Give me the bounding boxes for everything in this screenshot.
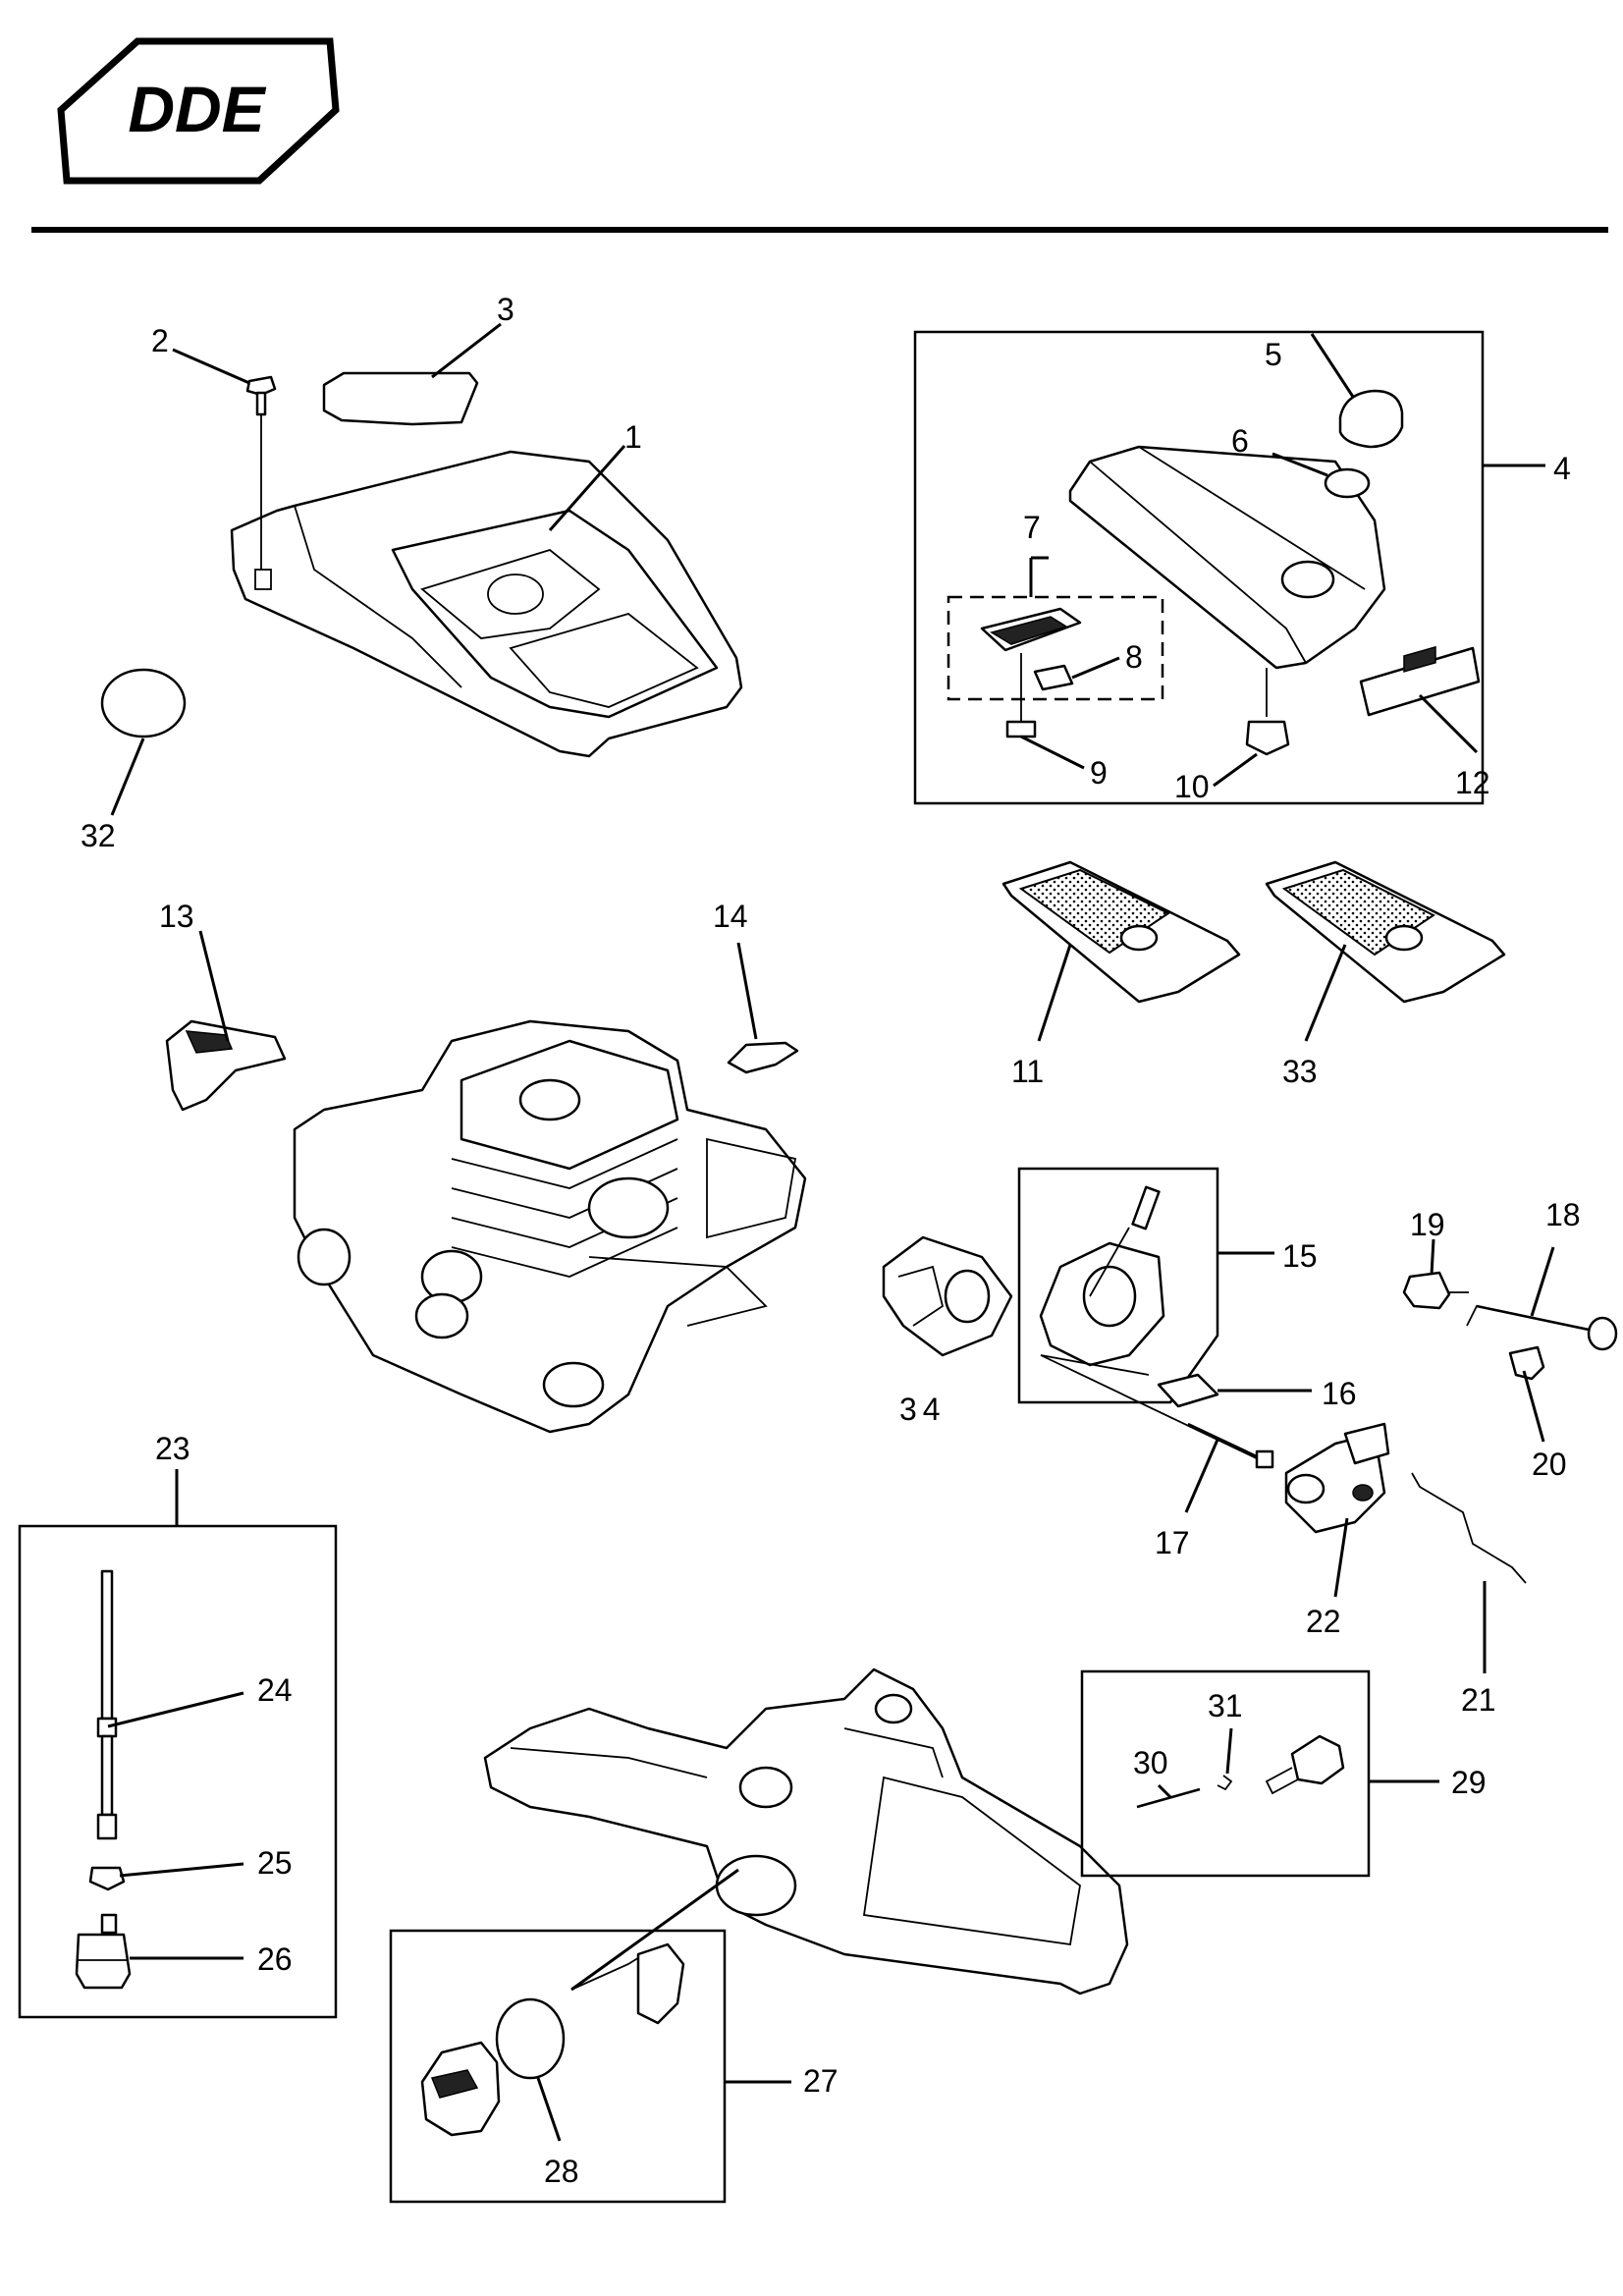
callout-29: 29 <box>1451 1765 1487 1800</box>
part-engine <box>293 1019 807 1434</box>
part-fuel-hose-24 <box>96 1569 118 1840</box>
part-switch-7 <box>980 607 1082 652</box>
part-switch-pad-8 <box>1033 664 1074 691</box>
part-air-filter-11 <box>1001 860 1241 1004</box>
box-7 <box>947 595 1164 701</box>
logo-text: DDE <box>128 73 266 145</box>
box-27 <box>389 1929 727 2204</box>
part-vent-29 <box>1265 1734 1345 1795</box>
part-washer-6 <box>1324 467 1371 499</box>
part-rear-handle <box>483 1667 1129 1995</box>
callout-16: 16 <box>1322 1376 1357 1411</box>
callout-8: 8 <box>1125 639 1143 675</box>
callout-26: 26 <box>257 1941 293 1977</box>
part-tank-cap-27 <box>420 2041 501 2137</box>
callout-4: 4 <box>1553 451 1571 486</box>
callout-12: 12 <box>1455 765 1490 800</box>
part-pin-30 <box>1136 1787 1201 1809</box>
callout-13: 13 <box>159 899 194 934</box>
part-top-cover <box>230 450 743 758</box>
callout-9: 9 <box>1090 755 1108 791</box>
part-seal-28 <box>495 1997 566 2080</box>
callout-5: 5 <box>1265 337 1282 372</box>
box-4 <box>913 330 1485 805</box>
callout-30: 30 <box>1133 1745 1168 1780</box>
leader-lines <box>107 322 1555 2142</box>
part-air-filter-33 <box>1265 860 1506 1004</box>
callout-10: 10 <box>1174 769 1210 804</box>
callout-18: 18 <box>1545 1197 1581 1232</box>
part-label-plate-12 <box>1359 645 1481 717</box>
dde-logo: DDE <box>57 37 340 185</box>
callout-19: 19 <box>1410 1207 1445 1242</box>
part-clip-31 <box>1217 1775 1233 1791</box>
part-plate-14 <box>727 1041 799 1074</box>
part-screw-9 <box>1005 653 1037 738</box>
callout-34: 34 <box>899 1392 947 1427</box>
part-nut-10 <box>1245 720 1290 756</box>
callout-3: 3 <box>497 292 514 327</box>
callout-24: 24 <box>257 1672 293 1708</box>
part-mount-22 <box>1284 1422 1390 1534</box>
part-knob-20 <box>1508 1345 1545 1381</box>
part-nut-25 <box>88 1866 126 1891</box>
callout-31: 31 <box>1208 1688 1243 1723</box>
callout-labels: 1 2 3 4 5 6 7 8 9 10 11 12 13 14 15 16 1… <box>81 292 1581 2189</box>
callout-1: 1 <box>624 419 642 455</box>
part-screw-2 <box>245 375 277 570</box>
callout-15: 15 <box>1282 1238 1318 1274</box>
part-cap-strap <box>570 1942 685 2025</box>
part-throttle-rod-21 <box>1411 1472 1527 1584</box>
callout-21: 21 <box>1461 1682 1496 1718</box>
callout-28: 28 <box>544 2154 579 2189</box>
callout-32: 32 <box>81 818 116 853</box>
part-knob-5 <box>1338 389 1404 449</box>
part-pad-16 <box>1157 1373 1219 1408</box>
callout-20: 20 <box>1532 1447 1567 1482</box>
part-carburetor-34 <box>882 1235 1013 1357</box>
callout-6: 6 <box>1231 423 1249 459</box>
callout-17: 17 <box>1155 1525 1190 1560</box>
part-disc-32 <box>100 668 187 738</box>
part-label-3 <box>322 371 479 426</box>
part-bolt-17 <box>1040 1354 1274 1469</box>
part-bracket-13 <box>165 1019 287 1112</box>
callout-27: 27 <box>803 2063 839 2099</box>
callout-25: 25 <box>257 1845 293 1881</box>
callout-7: 7 <box>1023 510 1041 545</box>
box-15 <box>1017 1167 1219 1404</box>
box-29 <box>1080 1669 1371 1878</box>
part-intake-15 <box>1039 1185 1165 1376</box>
callout-11: 11 <box>1011 1054 1044 1089</box>
part-air-filter-cover <box>1068 445 1386 717</box>
part-fuel-filter-26 <box>75 1913 132 1990</box>
callout-14: 14 <box>713 899 748 934</box>
callout-22: 22 <box>1306 1604 1341 1639</box>
part-choke-rod-18 <box>1466 1304 1618 1351</box>
callout-2: 2 <box>151 323 169 358</box>
part-switch-19 <box>1402 1271 1469 1310</box>
callout-23: 23 <box>155 1431 190 1466</box>
callout-33: 33 <box>1282 1054 1318 1089</box>
